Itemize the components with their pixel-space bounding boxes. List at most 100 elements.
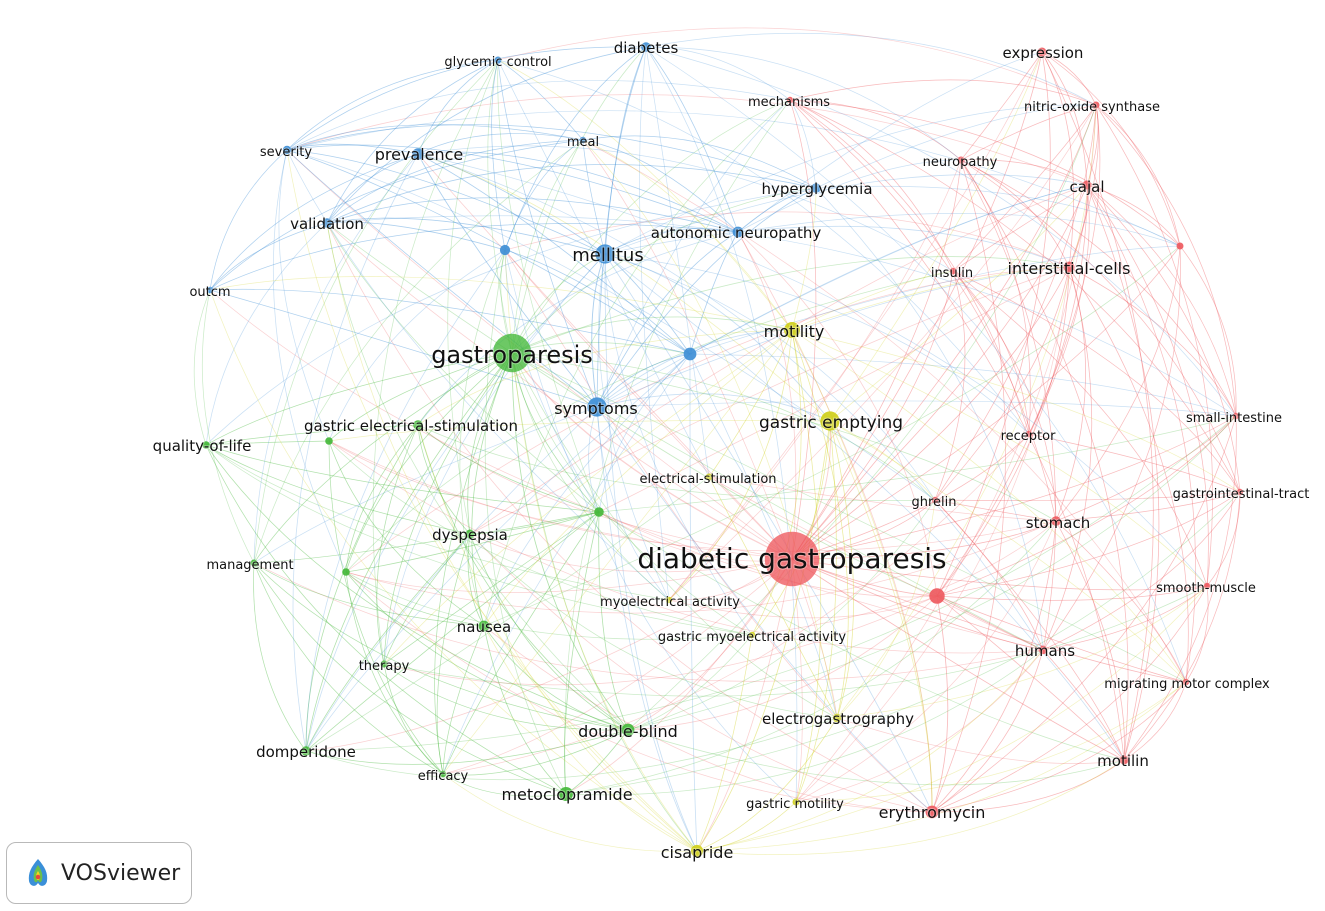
- label-outcm: outcm: [189, 285, 230, 300]
- node-red-unlabeled-1[interactable]: [1176, 242, 1184, 250]
- node-validation[interactable]: [322, 218, 332, 228]
- node-cajal[interactable]: [1082, 180, 1092, 190]
- node-interstitial-cells[interactable]: [1063, 261, 1075, 273]
- label-ghrelin: ghrelin: [911, 495, 956, 510]
- node-symptoms[interactable]: [587, 397, 607, 417]
- node-red-unlabeled-2[interactable]: [929, 588, 945, 604]
- node-ghrelin[interactable]: [931, 496, 939, 504]
- node-cisapride[interactable]: [690, 844, 704, 858]
- node-gastric-motility[interactable]: [792, 798, 800, 806]
- link: [604, 253, 753, 636]
- node-receptor[interactable]: [1025, 430, 1033, 438]
- link: [791, 558, 1208, 591]
- node-management[interactable]: [250, 559, 258, 567]
- link: [469, 533, 793, 573]
- node-therapy[interactable]: [380, 660, 388, 668]
- link: [497, 59, 1030, 435]
- node-humans[interactable]: [1038, 645, 1048, 655]
- node-motility[interactable]: [784, 322, 800, 338]
- link: [483, 353, 691, 627]
- node-electrical-stimulation[interactable]: [705, 473, 713, 481]
- link: [253, 562, 567, 795]
- link: [791, 558, 1044, 651]
- node-gastrointestinal-tract[interactable]: [1236, 488, 1244, 496]
- node-severity[interactable]: [282, 145, 292, 155]
- edge-layer: [193, 27, 1241, 855]
- link: [931, 759, 1125, 813]
- node-diabetic-gastroparesis[interactable]: [764, 531, 820, 587]
- link: [645, 46, 1237, 417]
- node-blue-unlabeled-2[interactable]: [683, 347, 697, 361]
- node-efficacy[interactable]: [439, 770, 447, 778]
- node-double-blind[interactable]: [621, 723, 635, 737]
- link: [1041, 51, 1088, 186]
- link: [582, 139, 739, 233]
- link: [668, 329, 793, 601]
- node-neuropathy[interactable]: [957, 156, 965, 164]
- node-meal[interactable]: [579, 136, 587, 144]
- node-quality-of-life[interactable]: [202, 441, 210, 449]
- node-outcm[interactable]: [206, 286, 214, 294]
- link: [345, 424, 419, 573]
- node-prevalence[interactable]: [412, 148, 424, 160]
- node-metoclopramide[interactable]: [559, 787, 573, 801]
- node-gastric-emptying[interactable]: [820, 411, 840, 431]
- link: [795, 104, 1097, 803]
- link: [952, 270, 1241, 493]
- link: [829, 420, 854, 719]
- node-insulin[interactable]: [949, 267, 957, 275]
- link: [286, 149, 691, 355]
- link: [952, 184, 1088, 272]
- node-diabetes[interactable]: [641, 42, 651, 52]
- node-glycemic-control[interactable]: [494, 56, 502, 64]
- node-nausea[interactable]: [478, 620, 490, 632]
- node-mechanisms[interactable]: [786, 96, 794, 104]
- node-gastric-myoelectrical-activity[interactable]: [748, 631, 756, 639]
- node-migrating-motor-complex[interactable]: [1182, 678, 1190, 686]
- link: [467, 352, 513, 535]
- node-myoelectrical-activity[interactable]: [665, 596, 673, 604]
- node-electrogastrography[interactable]: [832, 713, 842, 723]
- link: [791, 187, 817, 331]
- link: [791, 270, 954, 560]
- link: [209, 288, 691, 355]
- link: [960, 159, 1031, 435]
- node-blue-unlabeled-1[interactable]: [499, 244, 511, 256]
- link: [504, 249, 691, 355]
- link: [696, 649, 1044, 852]
- node-green-unlabeled-3[interactable]: [342, 568, 350, 576]
- node-expression[interactable]: [1037, 47, 1047, 57]
- node-green-unlabeled-2[interactable]: [594, 507, 604, 517]
- node-dyspepsia[interactable]: [465, 529, 475, 539]
- link: [483, 625, 567, 795]
- link: [497, 59, 793, 331]
- node-stomach[interactable]: [1051, 516, 1061, 526]
- node-erythromycin[interactable]: [925, 805, 939, 819]
- link: [286, 110, 1181, 247]
- node-autonomic-neuropathy[interactable]: [732, 226, 744, 238]
- link: [789, 99, 954, 272]
- link: [345, 520, 1057, 614]
- link: [789, 99, 1181, 247]
- node-mellitus[interactable]: [595, 244, 615, 264]
- node-domperidone[interactable]: [301, 746, 311, 756]
- node-hyperglycemia[interactable]: [811, 183, 821, 193]
- node-gastric-electrical-stimulation[interactable]: [413, 420, 423, 430]
- link: [645, 46, 798, 803]
- node-small-intestine[interactable]: [1232, 412, 1240, 420]
- node-green-unlabeled-1[interactable]: [325, 437, 333, 445]
- label-gastric-emptying: gastric emptying: [759, 413, 903, 433]
- label-mellitus: mellitus: [572, 245, 643, 266]
- label-electrical-stimulation: electrical-stimulation: [639, 472, 776, 487]
- link: [326, 222, 698, 852]
- node-gastroparesis[interactable]: [492, 333, 532, 373]
- link: [952, 270, 1057, 522]
- node-nitric-oxide-synthase[interactable]: [1092, 101, 1100, 109]
- link: [326, 222, 513, 354]
- link: [504, 139, 584, 251]
- node-motilin[interactable]: [1119, 755, 1129, 765]
- link: [326, 59, 499, 224]
- link: [645, 32, 1097, 106]
- link: [442, 773, 567, 797]
- node-smooth-muscle[interactable]: [1203, 582, 1211, 590]
